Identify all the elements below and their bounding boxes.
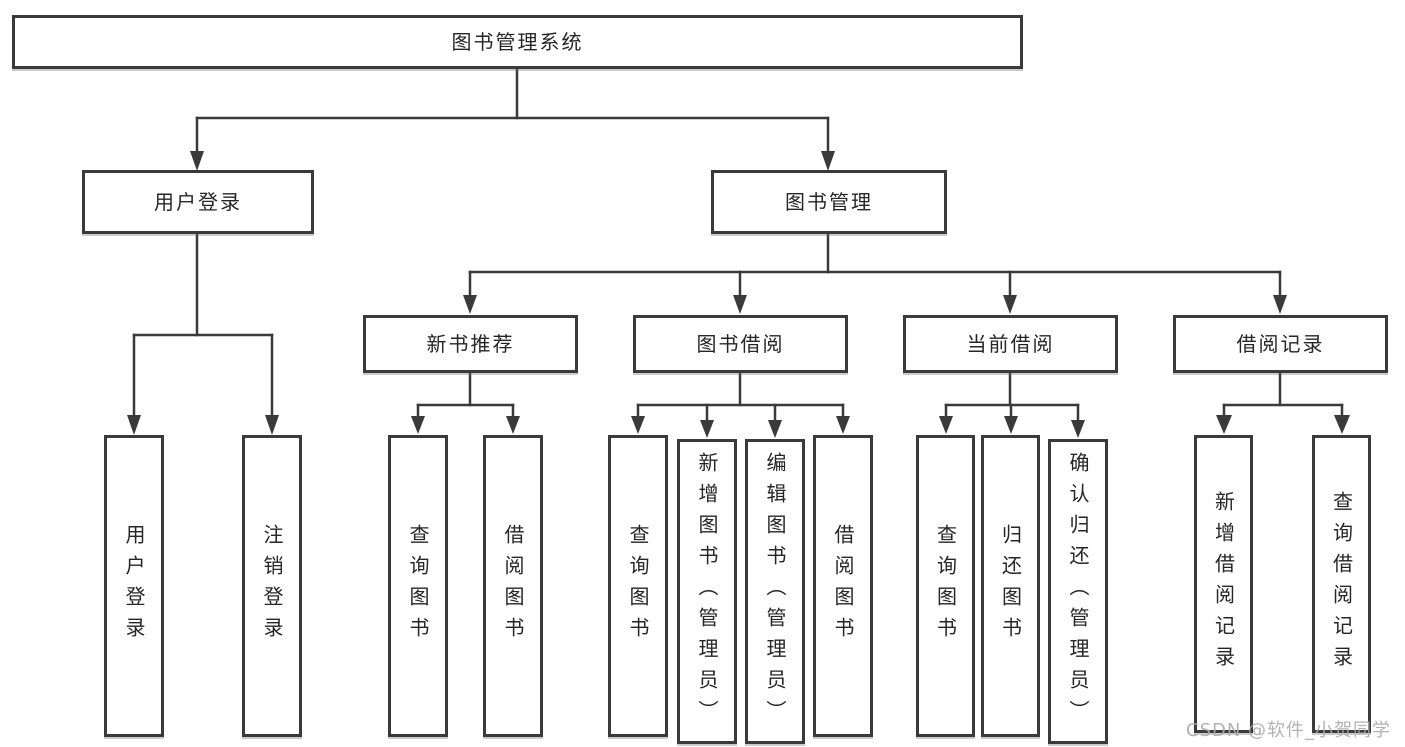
leaf-query-books-recommend: 查询图书: [388, 435, 448, 737]
node-library-system: 图书管理系统: [12, 15, 1023, 69]
node-new-book-recommend: 新书推荐: [363, 315, 578, 373]
leaf-query-borrow-record-label: 查询借阅记录: [1329, 491, 1354, 677]
node-user-login-label: 用户登录: [154, 190, 242, 214]
leaf-query-books-borrowing-label: 查询图书: [626, 524, 650, 648]
node-book-management: 图书管理: [711, 170, 947, 234]
node-book-borrowing: 图书借阅: [633, 315, 848, 373]
leaf-add-book-admin-label: 新增图书（管理员）: [695, 452, 719, 731]
leaf-borrow-books-borrowing-label: 借阅图书: [831, 524, 855, 648]
leaf-query-books-current-label: 查询图书: [933, 524, 958, 648]
leaf-borrow-books-recommend-label: 借阅图书: [501, 524, 525, 648]
leaf-query-books-recommend-label: 查询图书: [406, 524, 430, 648]
leaf-borrow-books-recommend: 借阅图书: [483, 435, 543, 737]
node-current-borrowing: 当前借阅: [903, 315, 1118, 373]
node-user-login: 用户登录: [82, 170, 314, 234]
leaf-user-login-label: 用户登录: [122, 524, 146, 648]
leaf-logout-label: 注销登录: [260, 524, 284, 648]
node-borrow-records-label: 借阅记录: [1236, 332, 1325, 356]
leaf-add-borrow-record: 新增借阅记录: [1194, 435, 1253, 733]
leaf-query-borrow-record: 查询借阅记录: [1312, 435, 1371, 733]
node-new-book-recommend-label: 新书推荐: [426, 332, 515, 356]
leaf-logout: 注销登录: [242, 435, 302, 737]
leaf-confirm-return-admin-label: 确认归还（管理员）: [1066, 452, 1090, 731]
leaf-return-book: 归还图书: [981, 435, 1040, 737]
node-library-system-label: 图书管理系统: [451, 30, 584, 54]
leaf-add-borrow-record-label: 新增借阅记录: [1211, 491, 1236, 677]
leaf-edit-book-admin: 编辑图书（管理员）: [745, 439, 805, 744]
leaf-user-login: 用户登录: [104, 435, 164, 737]
node-book-management-label: 图书管理: [785, 190, 873, 214]
leaf-return-book-label: 归还图书: [998, 524, 1023, 648]
leaf-query-books-borrowing: 查询图书: [608, 435, 668, 737]
node-book-borrowing-label: 图书借阅: [696, 332, 785, 356]
csdn-watermark: CSDN @软件_小贺同学: [1186, 720, 1392, 741]
leaf-edit-book-admin-label: 编辑图书（管理员）: [763, 452, 787, 731]
leaf-add-book-admin: 新增图书（管理员）: [677, 439, 737, 744]
leaf-borrow-books-borrowing: 借阅图书: [813, 435, 873, 737]
node-current-borrowing-label: 当前借阅: [966, 332, 1055, 356]
node-borrow-records: 借阅记录: [1173, 315, 1388, 373]
leaf-confirm-return-admin: 确认归还（管理员）: [1048, 439, 1108, 744]
leaf-query-books-current: 查询图书: [916, 435, 975, 737]
